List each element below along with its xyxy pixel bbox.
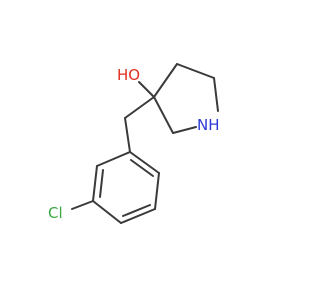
bond-c3-c4 xyxy=(153,63,178,98)
bond-b6-b1 xyxy=(96,151,131,167)
pyrrolidine-ring xyxy=(153,63,219,134)
bond-b4-b5 xyxy=(92,200,122,224)
bond-n-c2 xyxy=(172,126,197,134)
bond-b1-b2 xyxy=(129,151,160,174)
bond-ch2-ring xyxy=(124,117,131,153)
bond-b5-b6-inner xyxy=(99,169,104,198)
bond-c4-c5 xyxy=(176,63,215,79)
bond-c3-ch2 xyxy=(124,96,155,119)
structure-canvas: HO NH Cl xyxy=(48,63,220,224)
benzene-ring xyxy=(92,151,160,224)
bond-c3-oh xyxy=(138,81,155,98)
bond-b3-b4 xyxy=(120,208,156,224)
chlorine-label: Cl xyxy=(48,204,63,222)
bond-c2-c3 xyxy=(153,96,174,134)
bond-c5-n xyxy=(213,77,219,112)
amine-label: NH xyxy=(197,116,220,134)
bond-b3-b4-inner xyxy=(122,204,151,217)
hydroxyl-label: HO xyxy=(117,66,140,84)
bond-b5-b6 xyxy=(92,165,98,202)
bond-b5-cl xyxy=(71,200,94,210)
molecule-structure: HO NH Cl xyxy=(48,63,220,224)
bond-b1-b2-inner xyxy=(130,159,154,177)
bond-b2-b3 xyxy=(154,172,160,210)
